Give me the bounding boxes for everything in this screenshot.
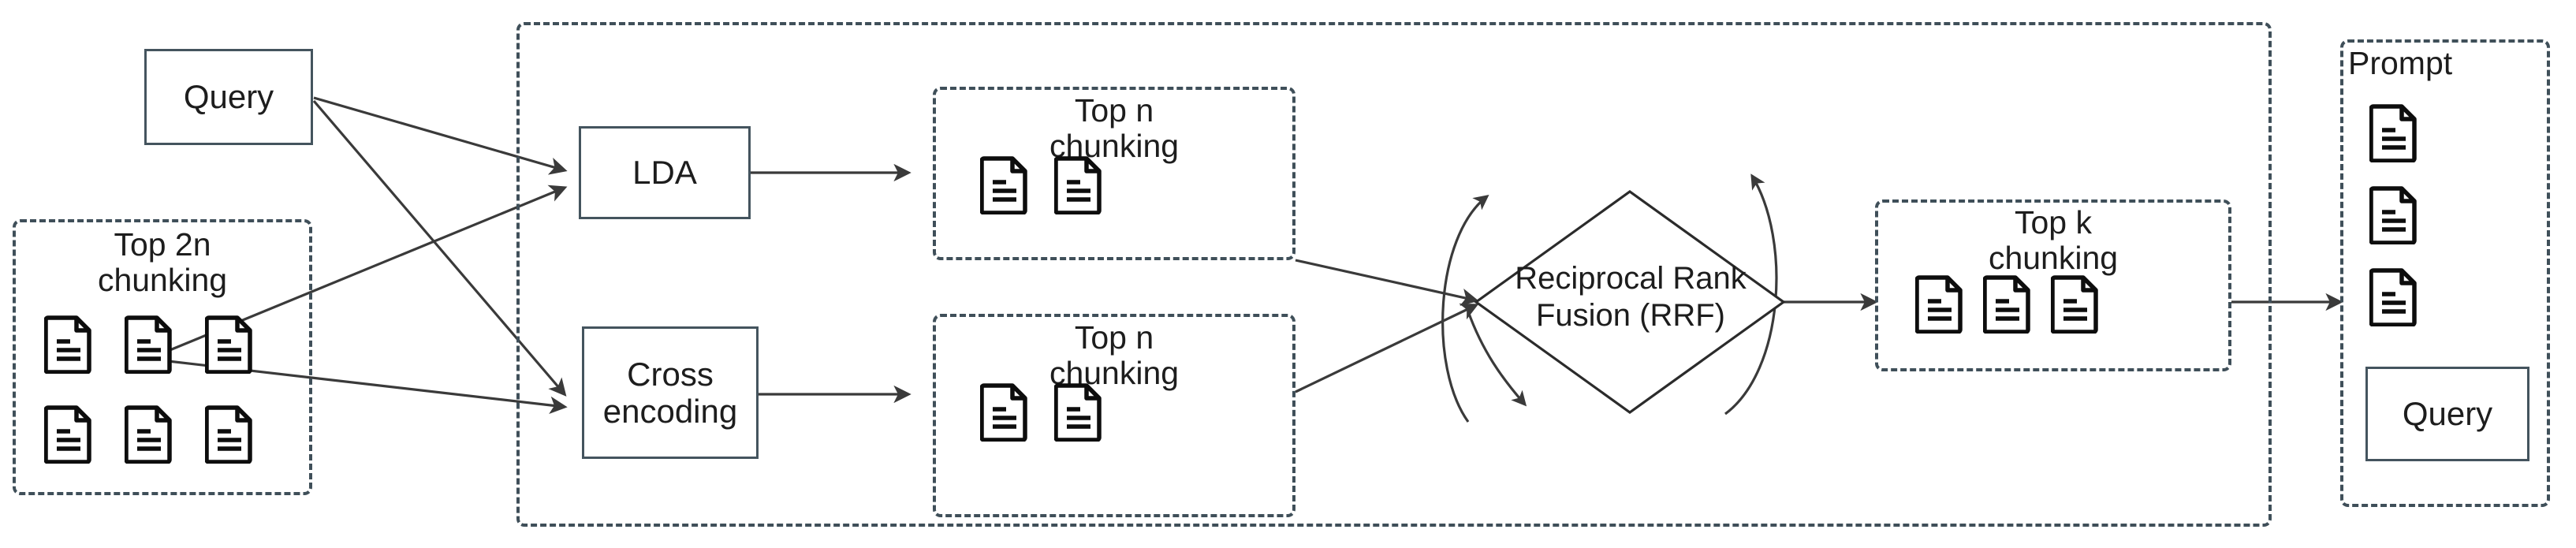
document-icon xyxy=(2369,268,2417,326)
document-icon xyxy=(44,315,91,374)
document-icon xyxy=(125,405,172,464)
document-icon xyxy=(44,405,91,464)
document-icon xyxy=(2369,104,2417,162)
top-2n-chunking-container xyxy=(13,219,312,495)
document-icon xyxy=(1915,275,1963,334)
cross-encoding-box[interactable]: Cross encoding xyxy=(582,326,759,459)
lda-box[interactable]: LDA xyxy=(579,126,751,219)
pipeline-container xyxy=(516,22,2272,527)
document-icon xyxy=(2369,186,2417,244)
prompt-query-label: Query xyxy=(2402,395,2493,433)
query-input-label: Query xyxy=(183,78,274,116)
top-n-chunking-lower-container xyxy=(933,314,1295,517)
top-2n-chunking-docs-row-1 xyxy=(44,314,254,374)
document-icon xyxy=(1054,383,1102,442)
document-icon xyxy=(125,315,172,374)
document-icon xyxy=(980,383,1027,442)
prompt-container xyxy=(2340,39,2550,507)
prompt-docs xyxy=(2369,103,2418,326)
document-icon xyxy=(980,156,1027,214)
top-n-chunking-lower-docs xyxy=(980,382,1103,442)
document-icon xyxy=(2051,275,2098,334)
top-n-chunking-upper-container xyxy=(933,87,1295,260)
top-2n-chunking-docs-row-2 xyxy=(44,404,254,464)
query-input-box[interactable]: Query xyxy=(144,49,313,145)
top-n-chunking-upper-docs xyxy=(980,155,1103,214)
top-k-chunking-container xyxy=(1875,199,2231,371)
document-icon xyxy=(205,405,252,464)
prompt-query-box[interactable]: Query xyxy=(2365,367,2529,461)
document-icon xyxy=(1054,156,1102,214)
top-k-chunking-docs xyxy=(1915,274,2100,334)
document-icon xyxy=(205,315,252,374)
lda-label: LDA xyxy=(632,154,697,192)
cross-encoding-label: Cross encoding xyxy=(602,355,738,430)
document-icon xyxy=(1983,275,2030,334)
